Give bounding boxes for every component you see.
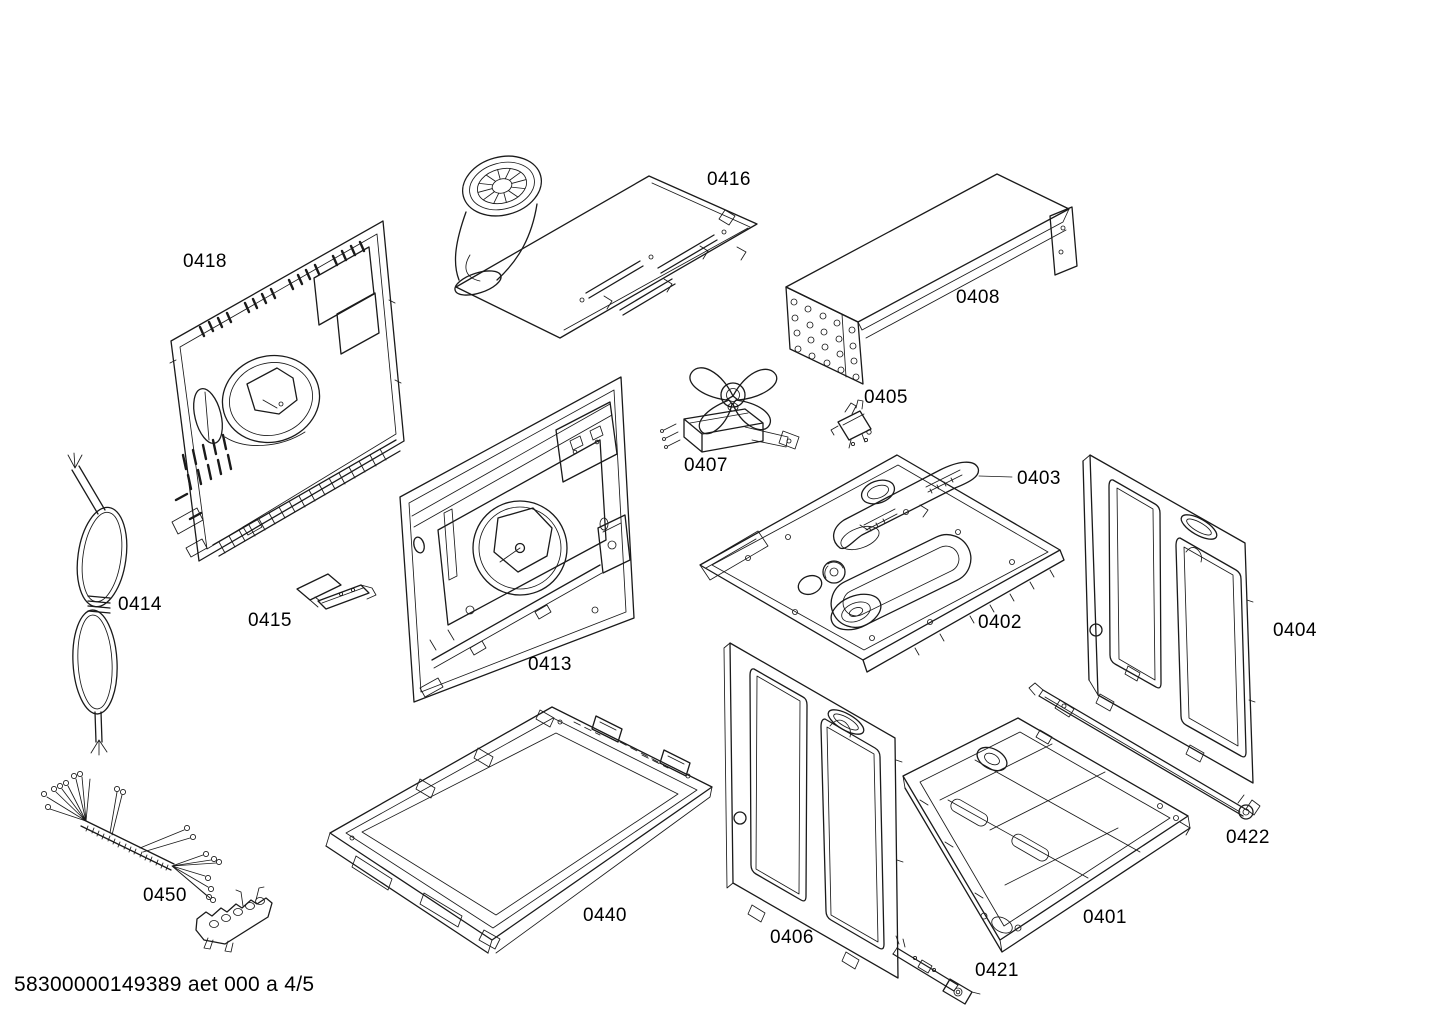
part-label-0414: 0414 (118, 594, 162, 615)
document-code-footer: 58300000149389 aet 000 a 4/5 (14, 973, 315, 996)
part-label-0440: 0440 (583, 905, 627, 926)
part-0402-drawing (699, 454, 1065, 673)
part-label-0416: 0416 (707, 169, 751, 190)
part-0413-drawing (399, 376, 635, 703)
part-label-0450: 0450 (143, 885, 187, 906)
part-0422-drawing (1028, 682, 1261, 820)
part-0406-drawing (723, 642, 904, 979)
part-0414-drawing (67, 452, 128, 756)
part-label-0421: 0421 (975, 960, 1019, 981)
part-label-0406: 0406 (770, 927, 814, 948)
part-label-0407: 0407 (684, 455, 728, 476)
part-0450-drawing (40, 770, 273, 953)
part-label-0422: 0422 (1226, 827, 1270, 848)
part-label-0404: 0404 (1273, 620, 1317, 641)
part-label-0408: 0408 (956, 287, 1000, 308)
part-label-0405: 0405 (864, 387, 908, 408)
part-0421-drawing (892, 935, 981, 1005)
part-label-0413: 0413 (528, 654, 572, 675)
part-0416-drawing (454, 155, 758, 339)
part-label-0403: 0403 (1017, 468, 1061, 489)
part-0407-drawing (660, 367, 800, 453)
part-label-0402: 0402 (978, 612, 1022, 633)
part-label-0415: 0415 (248, 610, 292, 631)
part-0404-drawing (1082, 454, 1256, 784)
part-0418-drawing (169, 220, 405, 562)
leader-line-0403 (978, 475, 1013, 478)
part-label-0418: 0418 (183, 251, 227, 272)
part-label-0401: 0401 (1083, 907, 1127, 928)
part-0401-drawing (902, 717, 1191, 953)
part-0415-drawing (296, 573, 377, 610)
part-0405-drawing (830, 399, 872, 449)
part-0440-drawing (325, 706, 713, 954)
part-0408-drawing (785, 173, 1078, 385)
